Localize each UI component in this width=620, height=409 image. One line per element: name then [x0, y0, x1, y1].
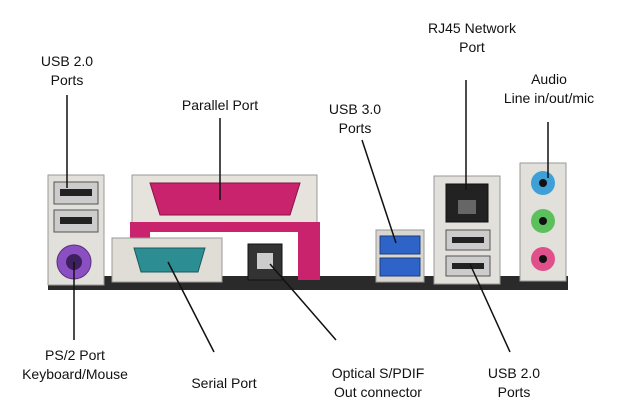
usb3-port-top	[379, 235, 421, 255]
leader-lines	[66, 80, 549, 353]
leader-serial	[167, 261, 215, 353]
parallel-port	[149, 182, 301, 216]
leader-usb3	[361, 139, 397, 244]
usb3-port-bottom	[379, 257, 421, 277]
parallel-port-label: Parallel Port	[181, 97, 259, 113]
leader-usb2-right	[469, 263, 511, 353]
leader-optical	[269, 263, 337, 341]
serial-port	[133, 247, 206, 273]
serial-port-label: Serial Port	[191, 375, 257, 391]
